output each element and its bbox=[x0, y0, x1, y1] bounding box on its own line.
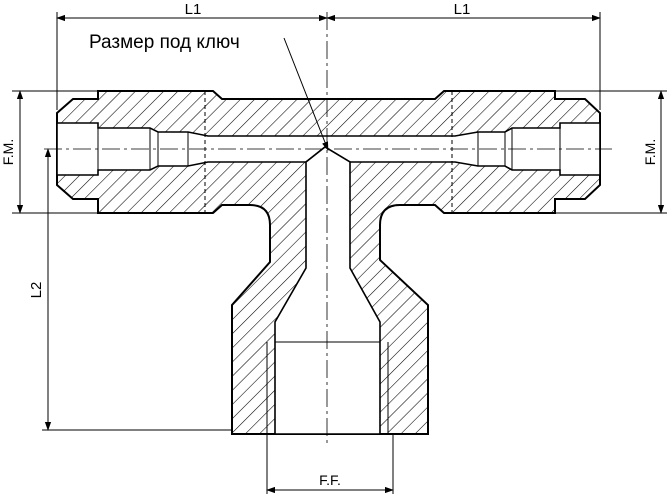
ff-label: F.F. bbox=[319, 472, 341, 488]
fm-left-label: F.M. bbox=[0, 139, 16, 165]
l2-label: L2 bbox=[28, 282, 45, 299]
fm-right-label: F.M. bbox=[642, 139, 658, 165]
wrench-size-label: Размер под ключ bbox=[89, 32, 240, 53]
wrench-size-leader bbox=[283, 37, 329, 151]
vertical-bore bbox=[274, 146, 381, 435]
l1-right-label: L1 bbox=[454, 1, 471, 18]
l1-left-label: L1 bbox=[185, 1, 202, 18]
